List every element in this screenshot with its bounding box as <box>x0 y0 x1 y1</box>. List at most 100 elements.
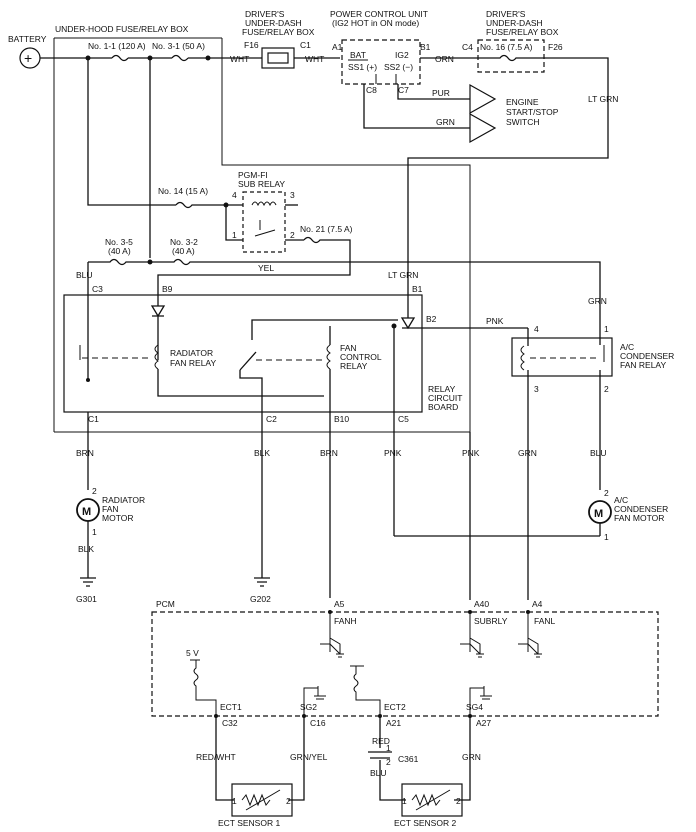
engine-switch-label-3: SWITCH <box>506 117 540 127</box>
ac-motor-m-icon: M <box>594 508 603 520</box>
fuse-16 <box>478 54 544 62</box>
svg-text:2: 2 <box>456 796 461 806</box>
svg-text:IG2: IG2 <box>395 50 409 60</box>
svg-text:A21: A21 <box>386 718 401 728</box>
fuse-3-5 <box>88 258 150 266</box>
sg4-ground <box>469 686 492 716</box>
relay-board-label-3: BOARD <box>428 402 458 412</box>
sg2-ground <box>303 686 326 716</box>
capacitor-c361 <box>368 751 392 759</box>
wire-wht2: WHT <box>305 54 324 64</box>
wire-redwht: RED/WHT <box>196 752 236 762</box>
battery-plus-icon: + <box>24 50 32 66</box>
ac-condenser-fan-relay <box>511 337 613 377</box>
wire-pur: PUR <box>432 88 450 98</box>
engine-switch-button-2 <box>469 112 497 144</box>
svg-text:B1: B1 <box>420 42 431 52</box>
svg-text:FANL: FANL <box>534 616 556 626</box>
wire-grnyel: GRN/YEL <box>290 752 328 762</box>
svg-text:FANH: FANH <box>334 616 357 626</box>
svg-text:SG4: SG4 <box>466 702 483 712</box>
svg-text:C2: C2 <box>266 414 277 424</box>
svg-text:SS1 (+): SS1 (+) <box>348 62 377 72</box>
fuse-14-label: No. 14 (15 A) <box>158 186 208 196</box>
svg-text:BAT: BAT <box>350 50 366 60</box>
ground-g301: G301 <box>76 594 97 604</box>
svg-text:A40: A40 <box>474 599 489 609</box>
svg-text:C1: C1 <box>88 414 99 424</box>
pcu-title-1: POWER CONTROL UNIT <box>330 9 428 19</box>
dash-box-2 <box>477 39 545 73</box>
pgm-fi-sub-relay <box>242 191 286 253</box>
dash-box-1-line3: FUSE/RELAY BOX <box>242 27 315 37</box>
svg-text:1: 1 <box>232 796 237 806</box>
underhood-box-label: UNDER-HOOD FUSE/RELAY BOX <box>55 24 189 34</box>
wire-ltgrn-mid: LT GRN <box>388 270 418 280</box>
transistor-fanh <box>320 612 341 655</box>
wire-yel: YEL <box>258 263 274 273</box>
fuse-3-5-label-1: No. 3-5 <box>105 237 133 247</box>
svg-text:SS2 (−): SS2 (−) <box>384 62 413 72</box>
pcm-label: PCM <box>156 599 175 609</box>
svg-text:F16: F16 <box>244 40 259 50</box>
wire-grn-switch: GRN <box>436 117 455 127</box>
wire-orn: ORN <box>435 54 454 64</box>
transistor-subrly <box>460 612 481 655</box>
svg-text:1: 1 <box>604 532 609 542</box>
svg-text:F26: F26 <box>548 42 563 52</box>
svg-text:A27: A27 <box>476 718 491 728</box>
dash-box-2-line1: DRIVER'S <box>486 9 526 19</box>
pcm-5v: 5 V <box>186 648 199 658</box>
wire-blu-c3: BLU <box>76 270 93 280</box>
svg-text:C4: C4 <box>462 42 473 52</box>
ect-sensor-2-thermistor-icon <box>411 789 451 811</box>
dash-box-2-line3: FUSE/RELAY BOX <box>486 27 559 37</box>
svg-text:3: 3 <box>534 384 539 394</box>
svg-text:2: 2 <box>290 230 295 240</box>
dash-box-2-line2: UNDER-DASH <box>486 18 543 28</box>
svg-text:1: 1 <box>386 743 391 753</box>
dash-box-1 <box>261 47 295 69</box>
fuse-21-label: No. 21 (7.5 A) <box>300 224 353 234</box>
wire-brn2: BRN <box>320 448 338 458</box>
svg-text:C16: C16 <box>310 718 326 728</box>
svg-text:2: 2 <box>286 796 291 806</box>
dash-box-1-line1: DRIVER'S <box>245 9 285 19</box>
battery-label: BATTERY <box>8 34 47 44</box>
svg-text:C1: C1 <box>300 40 311 50</box>
pgm-relay-label-1: PGM-FI <box>238 170 268 180</box>
ac-relay-label-1: A/C <box>620 342 634 352</box>
fuse-16-label: No. 16 (7.5 A) <box>480 42 533 52</box>
radiator-relay-label-2: FAN RELAY <box>170 358 216 368</box>
pcu-title-2: (IG2 HOT in ON mode) <box>332 18 419 28</box>
wire-grn3: GRN <box>462 752 481 762</box>
radiator-motor-m-icon: M <box>82 506 91 518</box>
svg-text:A5: A5 <box>334 599 345 609</box>
diode-b9 <box>150 300 166 360</box>
fuse-14 <box>175 201 243 209</box>
ect-sensor-2 <box>401 783 463 817</box>
ground-g202-icon <box>254 577 270 587</box>
ac-relay-coil <box>520 345 525 371</box>
ect-sensor-1-thermistor-icon <box>241 789 281 811</box>
wire-pnk1: PNK <box>384 448 402 458</box>
ac-motor-label-1: A/C <box>614 495 628 505</box>
svg-text:B2: B2 <box>426 314 437 324</box>
fan-control-relay-label-3: RELAY <box>340 361 368 371</box>
relay-board-label-2: CIRCUIT <box>428 393 462 403</box>
dash-box-1-line2: UNDER-DASH <box>245 18 302 28</box>
fuse-3-5-label-2: (40 A) <box>108 246 131 256</box>
svg-text:1: 1 <box>92 527 97 537</box>
wire-grn2: GRN <box>518 448 537 458</box>
fuse-1-1 <box>111 54 129 62</box>
svg-text:C8: C8 <box>366 85 377 95</box>
svg-text:ECT1: ECT1 <box>220 702 242 712</box>
engine-switch-button-1 <box>469 83 497 115</box>
svg-text:1: 1 <box>402 796 407 806</box>
radiator-motor-label-1: RADIATOR <box>102 495 145 505</box>
fuse-1-1-label: No. 1-1 (120 A) <box>88 41 146 51</box>
engine-switch-label-1: ENGINE <box>506 97 539 107</box>
svg-text:4: 4 <box>232 190 237 200</box>
svg-text:2: 2 <box>386 757 391 767</box>
